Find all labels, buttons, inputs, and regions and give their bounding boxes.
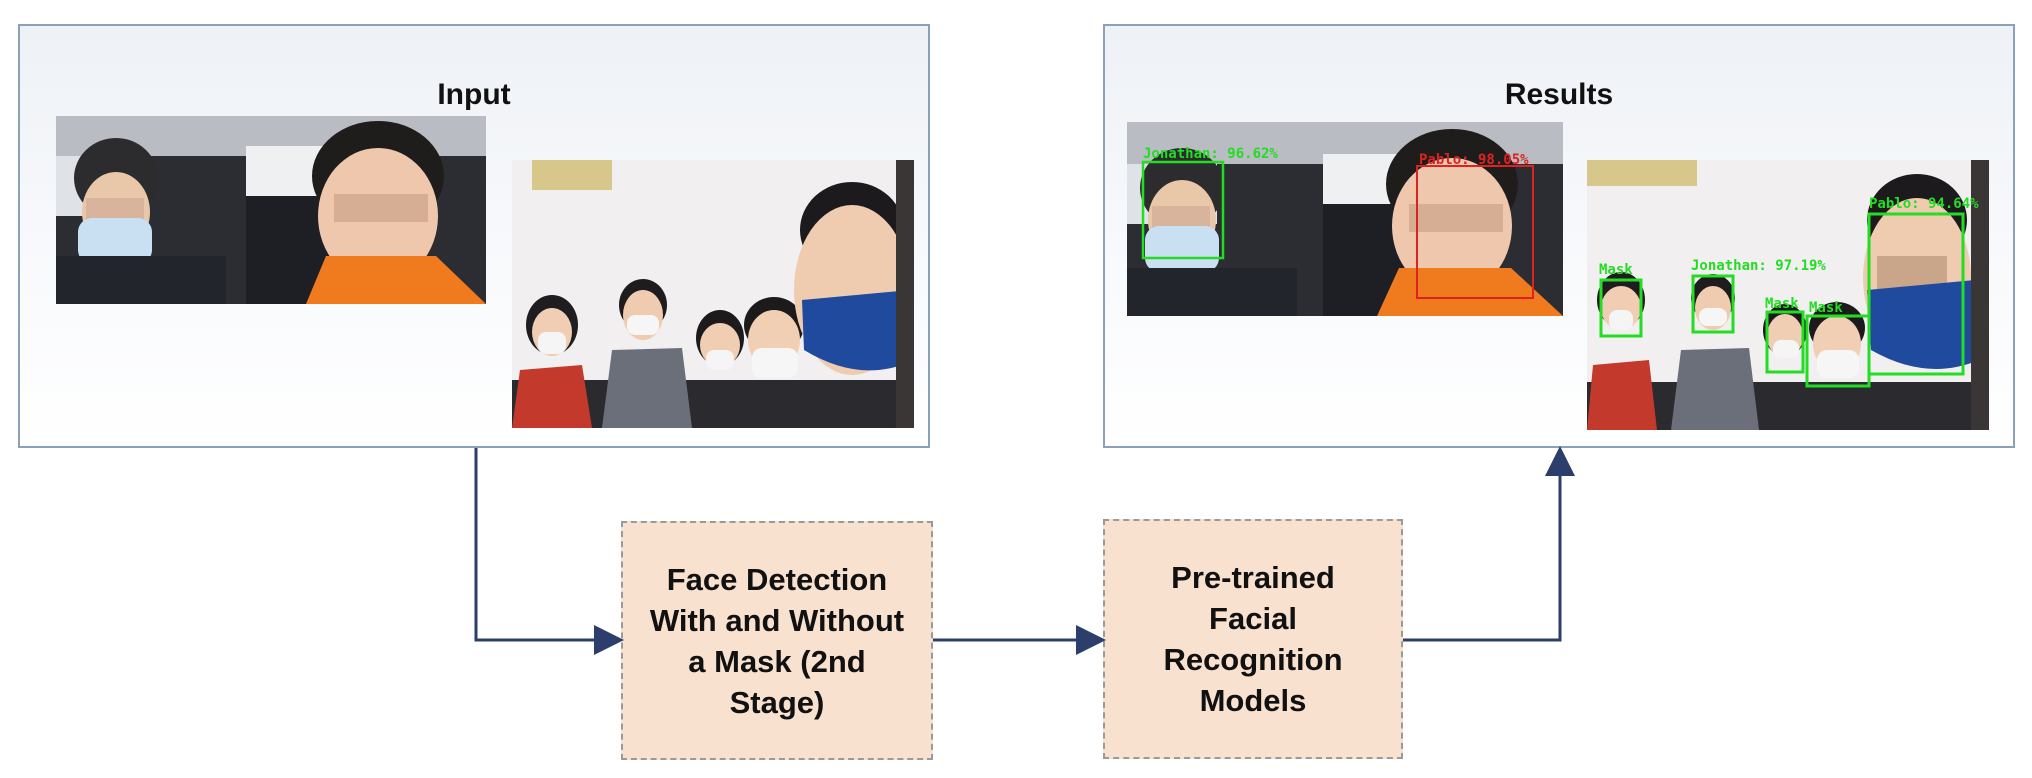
group-mask-1-box: [1599, 278, 1643, 338]
car-jonathan-box: [1141, 160, 1225, 260]
group-mask-1-label: Mask: [1599, 262, 1633, 278]
stage1-line-1: Face Detection: [666, 561, 888, 597]
stage-facial-recognition-text: Pre-trained Facial Recognition Models: [1163, 557, 1342, 721]
arrow-recognition-to-results: [1403, 446, 1575, 642]
input-title: Input: [437, 78, 511, 111]
group-pablo-box: [1867, 212, 1965, 376]
results-car-photo: Jonathan: 96.62% Pablo: 98.05%: [1127, 122, 1563, 316]
stage1-line-2: With and Without: [649, 602, 905, 638]
group-jonathan-label: Jonathan: 97.19%: [1691, 258, 1826, 274]
group-mask-2-label: Mask: [1765, 296, 1799, 312]
stage1-line-4: Stage): [729, 684, 825, 720]
results-group-photo: Mask Jonathan: 97.19% Mask Mask Pablo: 9…: [1587, 160, 1989, 430]
group-pablo-label: Pablo: 94.64%: [1869, 196, 1979, 212]
group-mask-2-box: [1765, 310, 1805, 374]
group-jonathan-box: [1691, 274, 1735, 334]
stage2-line-3: Recognition: [1163, 642, 1343, 677]
stage1-line-3: a Mask (2nd: [688, 643, 866, 679]
group-mask-3-label: Mask: [1809, 300, 1843, 316]
results-title: Results: [1504, 78, 1614, 111]
input-car-photo: [56, 116, 486, 304]
input-group-photo: [512, 160, 914, 428]
stage2-line-1: Pre-trained: [1171, 560, 1335, 595]
stage-face-detection: Face Detection With and Without a Mask (…: [621, 521, 933, 760]
car-pablo-box: [1416, 165, 1534, 299]
car-jonathan-label: Jonathan: 96.62%: [1143, 146, 1278, 162]
stage2-line-2: Facial: [1209, 601, 1297, 636]
car-pablo-label: Pablo: 98.05%: [1419, 152, 1529, 168]
stage2-line-4: Models: [1199, 683, 1307, 718]
input-panel: Input: [18, 24, 930, 448]
arrow-input-to-detection: [474, 448, 624, 655]
results-panel: Results Jonathan: 96.62% Pablo: 98.05%: [1103, 24, 2015, 448]
stage-facial-recognition: Pre-trained Facial Recognition Models: [1103, 519, 1403, 759]
stage-face-detection-text: Face Detection With and Without a Mask (…: [650, 559, 904, 723]
